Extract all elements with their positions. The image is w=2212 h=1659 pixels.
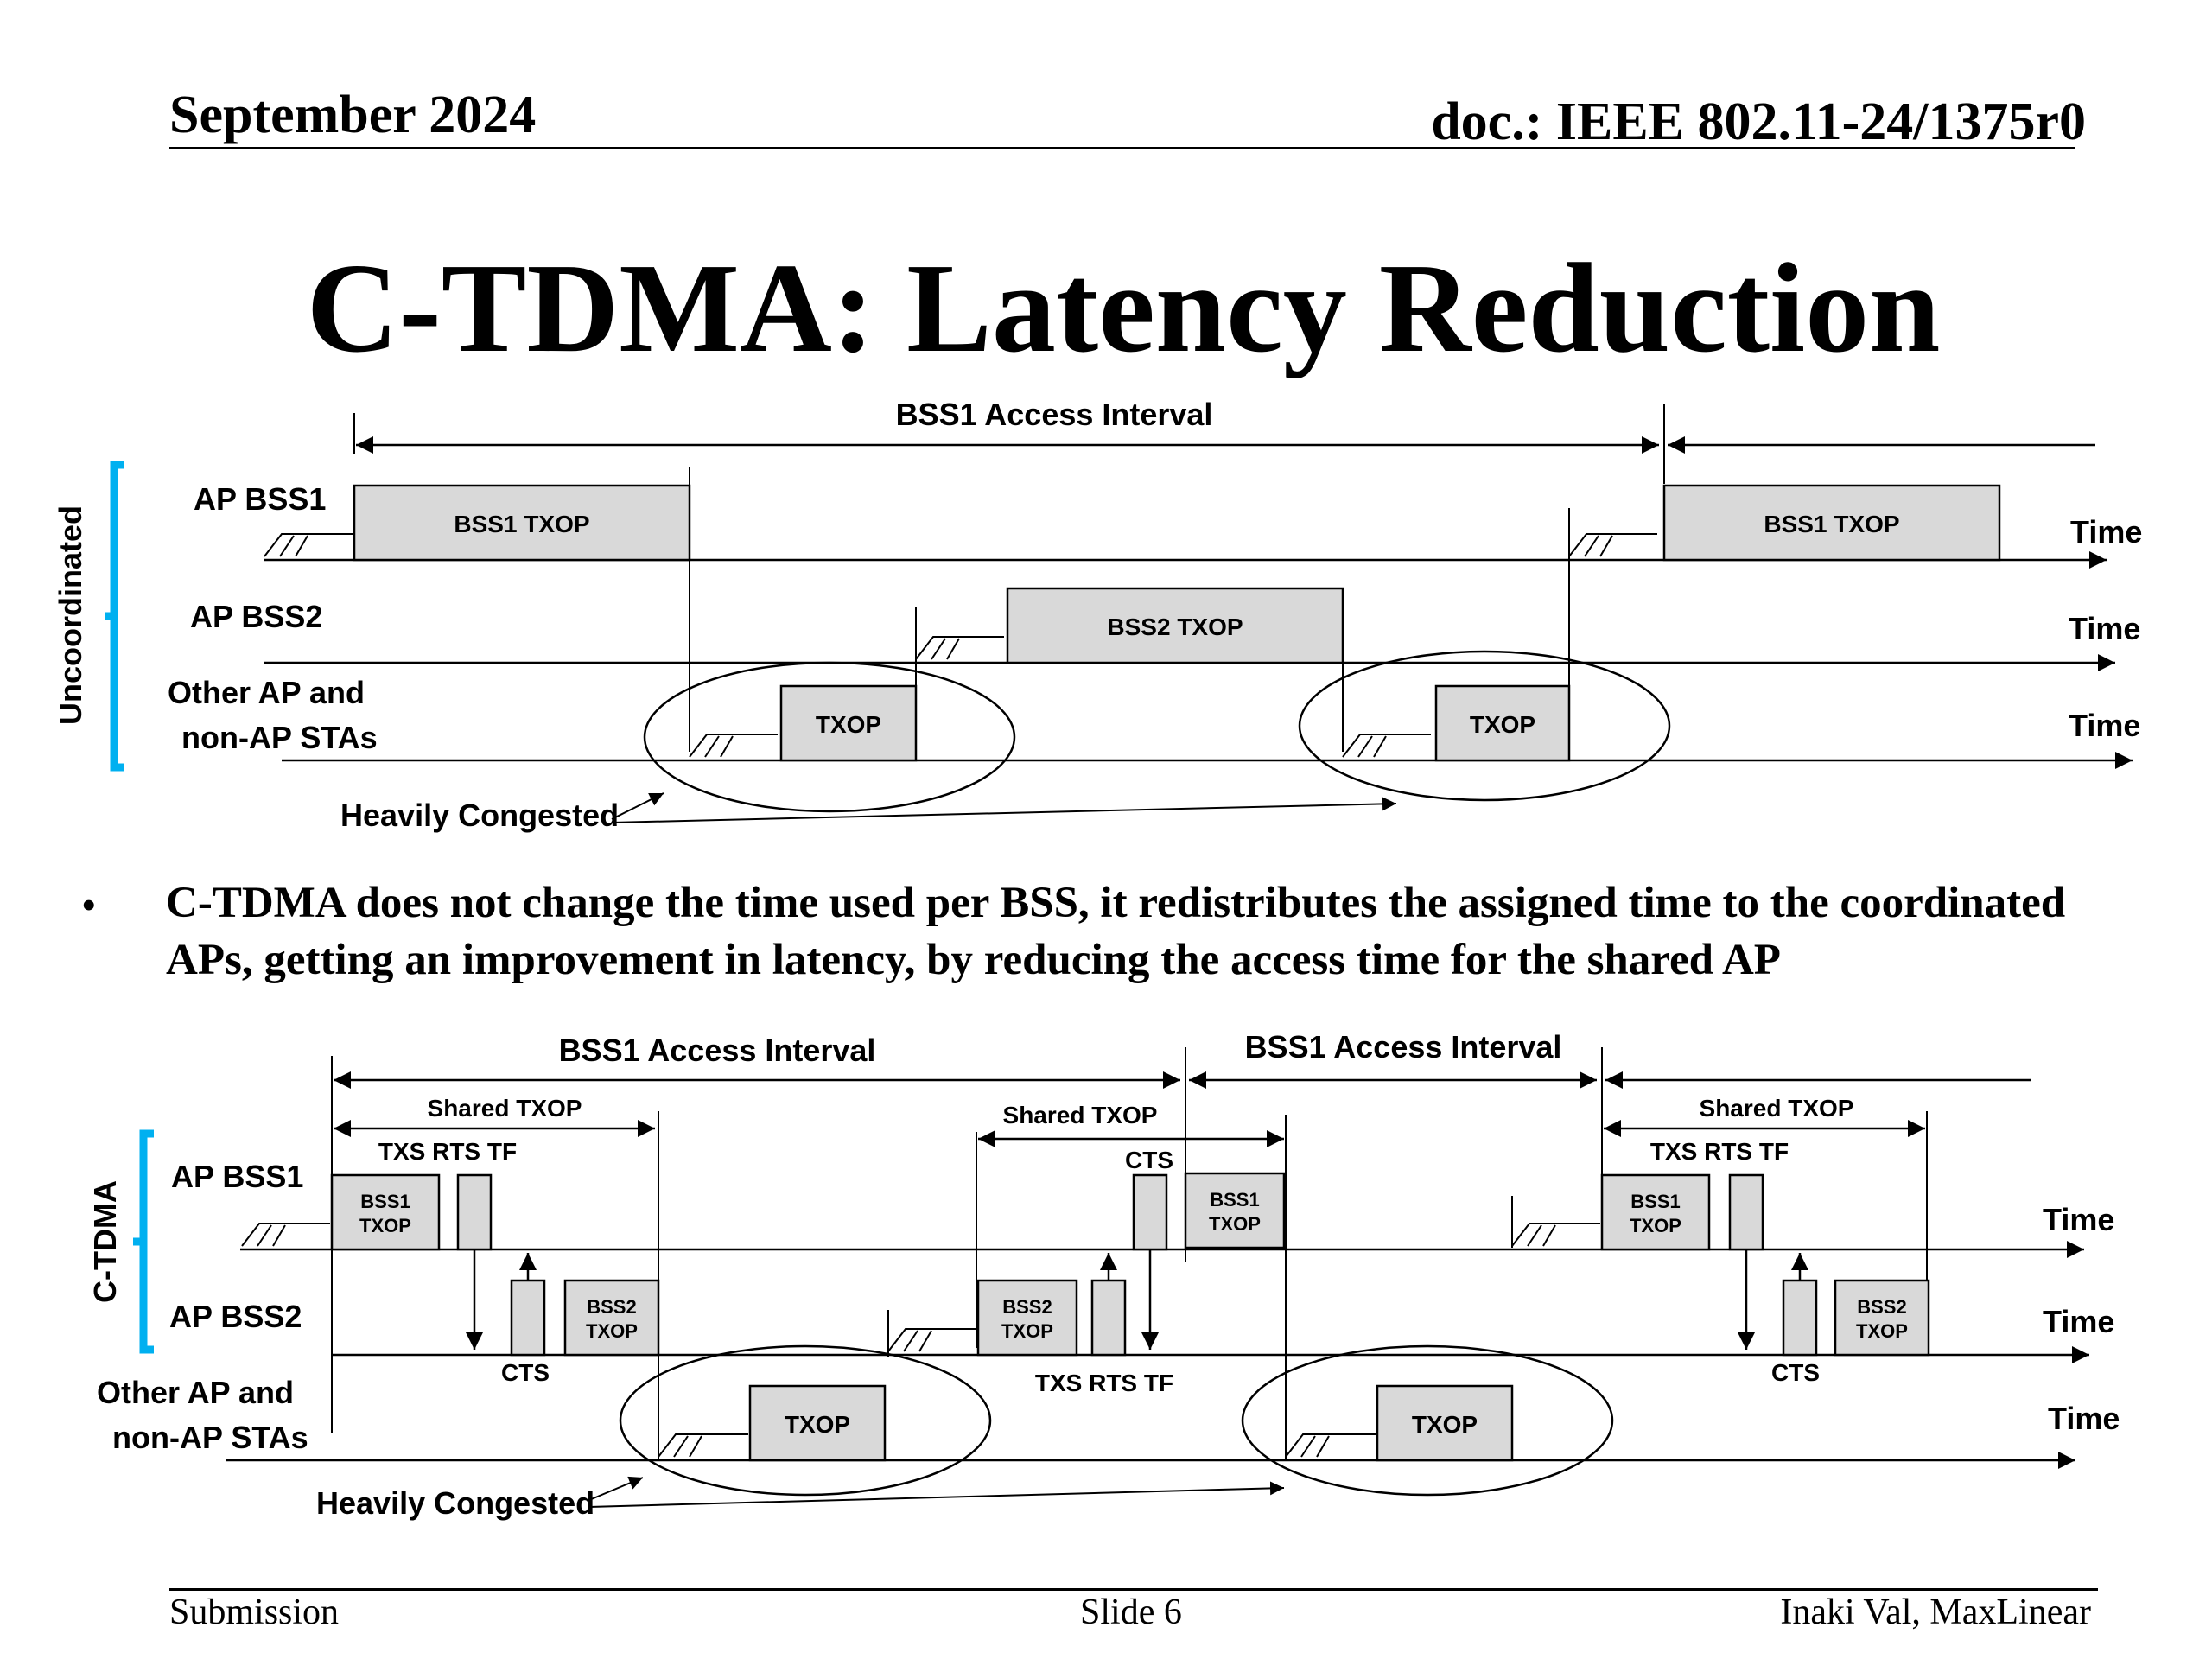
side-bracket (105, 461, 124, 772)
bullet-text: C-TDMA does not change the time used per… (166, 879, 2066, 984)
footer-submission: Submission (169, 1592, 340, 1632)
svg-text:BSS2: BSS2 (1857, 1296, 1906, 1318)
row-label-other-2: non-AP STAs (181, 720, 378, 755)
bss1-txop-box: BSS1 TXOP (1600, 1173, 1711, 1251)
cts-label: CTS (1125, 1147, 1173, 1173)
cts-frame (1132, 1173, 1168, 1251)
trigger-frame (1090, 1279, 1127, 1357)
footer-author: Inaki Val, MaxLinear (1780, 1592, 2091, 1632)
shared-txop-label: Shared TXOP (1700, 1095, 1854, 1122)
congestion-ellipse (619, 1344, 992, 1497)
shared-txop-label: Shared TXOP (1003, 1102, 1158, 1128)
congestion-ellipse (1298, 650, 1671, 802)
svg-text:BSS2: BSS2 (1002, 1296, 1052, 1318)
row-label-ap-bss1: AP BSS1 (171, 1159, 303, 1194)
heavily-congested-label: Heavily Congested (340, 798, 619, 833)
txop-box (779, 684, 918, 762)
row-label-other-2: non-AP STAs (112, 1420, 308, 1455)
txs-rts-tf-label: TXS RTS TF (1035, 1370, 1173, 1396)
side-label-uncoordinated: Uncoordinated (53, 505, 88, 725)
bss2-txop-box: BSS2 TXOP (976, 1279, 1078, 1357)
bss2-txop-box (1006, 587, 1344, 664)
cts-label: CTS (501, 1359, 550, 1386)
heavily-congested-label: Heavily Congested (316, 1485, 594, 1521)
footer-rule (169, 1588, 2098, 1591)
txop-label: TXOP (1470, 711, 1535, 738)
header-date: September 2024 (169, 86, 537, 144)
shared-txop-label: Shared TXOP (428, 1095, 582, 1122)
time-label: Time (2043, 1304, 2114, 1339)
txop-box (748, 1384, 887, 1462)
bss1-txop-box: BSS1 TXOP (1184, 1172, 1286, 1249)
svg-text:TXOP: TXOP (1209, 1213, 1261, 1235)
svg-text:TXOP: TXOP (586, 1320, 638, 1342)
trigger-frame (456, 1173, 493, 1251)
slide-title: C-TDMA: Latency Reduction (306, 238, 1941, 379)
side-bracket (133, 1129, 154, 1354)
row-label-ap-bss2: AP BSS2 (169, 1299, 302, 1334)
svg-text:TXOP: TXOP (1630, 1215, 1681, 1236)
row-label-ap-bss1: AP BSS1 (194, 481, 326, 517)
row-label-other-1: Other AP and (168, 675, 365, 710)
svg-text:TXOP: TXOP (1001, 1320, 1053, 1342)
bss2-txop-box: BSS2 TXOP (563, 1279, 660, 1357)
cts-label: CTS (1771, 1359, 1820, 1386)
uncoordinated-diagram: Uncoordinated BSS1 Access Interval AP BS… (53, 397, 2142, 833)
bss2-txop-box: BSS2 TXOP (1834, 1279, 1930, 1357)
svg-text:BSS1: BSS1 (1210, 1189, 1259, 1211)
signal-arrows (466, 1249, 1808, 1350)
access-interval-label: BSS1 Access Interval (1245, 1029, 1562, 1065)
svg-text:TXOP: TXOP (359, 1215, 411, 1236)
time-label: Time (2048, 1401, 2120, 1436)
congestion-ellipse (1241, 1344, 1614, 1497)
svg-text:BSS1: BSS1 (1630, 1191, 1680, 1212)
congestion-ellipse (643, 661, 1016, 813)
bss1-txop-label: BSS1 TXOP (454, 511, 589, 537)
svg-text:BSS2: BSS2 (587, 1296, 636, 1318)
time-label: Time (2069, 611, 2140, 646)
cts-frame (1782, 1279, 1818, 1357)
txs-rts-tf-label: TXS RTS TF (378, 1138, 517, 1165)
access-interval-label: BSS1 Access Interval (559, 1033, 876, 1068)
time-label: Time (2043, 1202, 2114, 1237)
time-label: Time (2069, 708, 2140, 743)
backoff-slots (264, 533, 1657, 758)
svg-text:TXOP: TXOP (1856, 1320, 1908, 1342)
trigger-frame (1728, 1173, 1764, 1251)
txop-label: TXOP (1412, 1411, 1478, 1438)
bss2-txop-label: BSS2 TXOP (1107, 613, 1243, 640)
txop-box (1434, 684, 1571, 762)
footer-slide-number: Slide 6 (1080, 1592, 1182, 1632)
bss1-txop-label: BSS1 TXOP (1764, 511, 1899, 537)
access-interval-label: BSS1 Access Interval (896, 397, 1213, 432)
bss1-txop-box (1662, 484, 2001, 562)
header-rule (169, 147, 2075, 149)
row-label-ap-bss2: AP BSS2 (190, 599, 322, 634)
time-label: Time (2070, 514, 2142, 550)
txs-rts-tf-label: TXS RTS TF (1650, 1138, 1789, 1165)
txop-label: TXOP (816, 711, 881, 738)
header-doc-id: doc.: IEEE 802.11-24/1375r0 (1431, 92, 2086, 151)
bss1-txop-box (353, 484, 691, 562)
svg-text:BSS1: BSS1 (360, 1191, 410, 1212)
cts-frame (510, 1279, 546, 1357)
bullet-marker: • (81, 880, 97, 929)
bss1-txop-box: BSS1 TXOP (330, 1173, 441, 1251)
side-label-ctdma: C-TDMA (87, 1180, 123, 1303)
txop-box (1376, 1384, 1514, 1462)
backoff-slots (241, 1223, 1600, 1458)
txop-label: TXOP (785, 1411, 850, 1438)
row-label-other-1: Other AP and (97, 1375, 294, 1410)
